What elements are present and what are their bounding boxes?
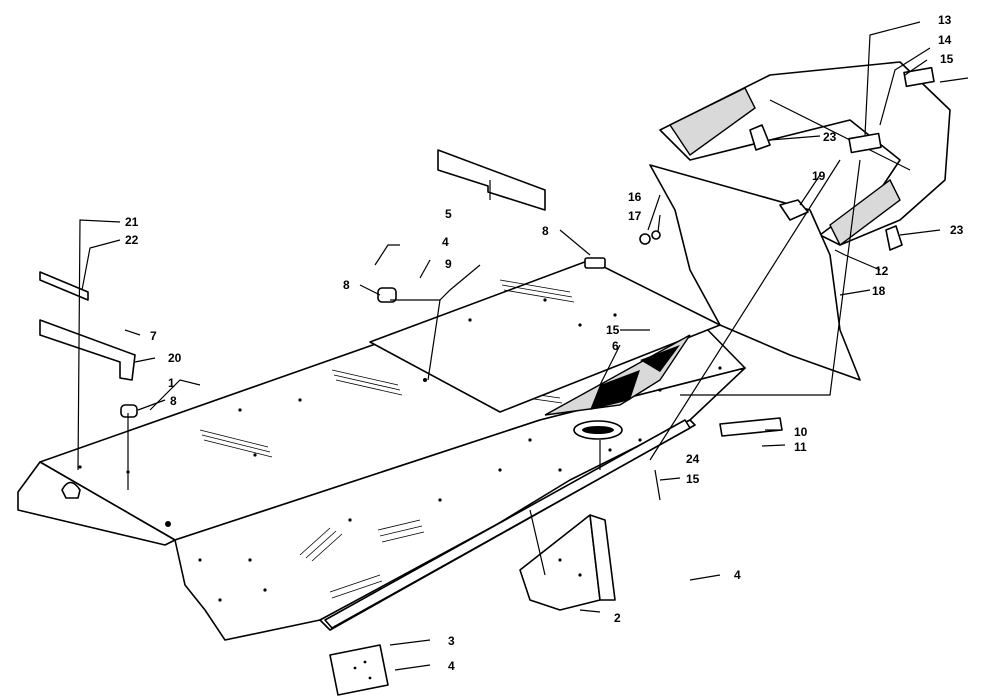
callout-16: 16 <box>628 190 642 204</box>
callout-4: 4 <box>734 568 741 582</box>
leader-lines <box>77 21 941 671</box>
callouts: 13 14 15 23 19 23 16 17 12 18 5 4 8 9 8 … <box>125 13 964 673</box>
tunnel-hatch <box>199 369 563 599</box>
emblem-part-24 <box>573 420 623 440</box>
snow-flap-part-18 <box>649 164 861 381</box>
callout-24: 24 <box>686 452 700 466</box>
small-hardware <box>120 66 969 501</box>
plug-8c <box>120 404 138 418</box>
callout-4: 4 <box>448 659 455 673</box>
callout-3: 3 <box>448 634 455 648</box>
bolt-15b <box>654 469 661 501</box>
rear-bumper-part-12 <box>659 61 951 247</box>
clip-19 <box>779 199 809 221</box>
callout-2: 2 <box>614 611 621 625</box>
clip-23a <box>749 124 771 151</box>
callout-19: 19 <box>812 169 826 183</box>
panel-part-5 <box>437 149 546 211</box>
callout-1: 1 <box>168 376 175 390</box>
callout-23: 23 <box>950 223 964 237</box>
callout-18: 18 <box>872 284 886 298</box>
callout-9: 9 <box>445 257 452 271</box>
washer-17 <box>651 230 661 240</box>
callout-11: 11 <box>794 440 807 454</box>
callout-10: 10 <box>794 425 808 439</box>
callout-22: 22 <box>125 233 139 247</box>
shaft <box>324 419 691 629</box>
callout-21: 21 <box>125 215 139 229</box>
callout-5: 5 <box>445 207 452 221</box>
callout-4: 4 <box>442 235 449 249</box>
callout-20: 20 <box>168 351 182 365</box>
callout-6: 6 <box>612 339 619 353</box>
callout-8: 8 <box>170 394 177 408</box>
callout-12: 12 <box>875 264 889 278</box>
callout-23: 23 <box>823 130 837 144</box>
plug-8b <box>377 287 397 303</box>
mount-plate-part-2 <box>519 514 616 611</box>
bracket-part-20 <box>39 319 136 381</box>
callout-8: 8 <box>343 278 350 292</box>
decal-14 <box>903 66 935 88</box>
callout-7: 7 <box>150 329 157 343</box>
callout-15: 15 <box>686 472 700 486</box>
decal-part-6 <box>544 334 691 416</box>
callout-15: 15 <box>606 323 620 337</box>
callout-13: 13 <box>938 13 952 27</box>
plate-part-3 <box>329 644 389 696</box>
callout-14: 14 <box>938 33 952 47</box>
callout-15: 15 <box>940 52 954 66</box>
reflector-10 <box>719 417 783 437</box>
bolt-15a <box>939 77 969 83</box>
nut-16 <box>639 233 651 245</box>
callout-17: 17 <box>628 209 642 223</box>
callout-8: 8 <box>542 224 549 238</box>
clip-23b <box>885 225 903 251</box>
decal-13 <box>848 132 882 154</box>
grommet-8a <box>584 257 606 269</box>
bracket-part-22 <box>39 271 89 301</box>
